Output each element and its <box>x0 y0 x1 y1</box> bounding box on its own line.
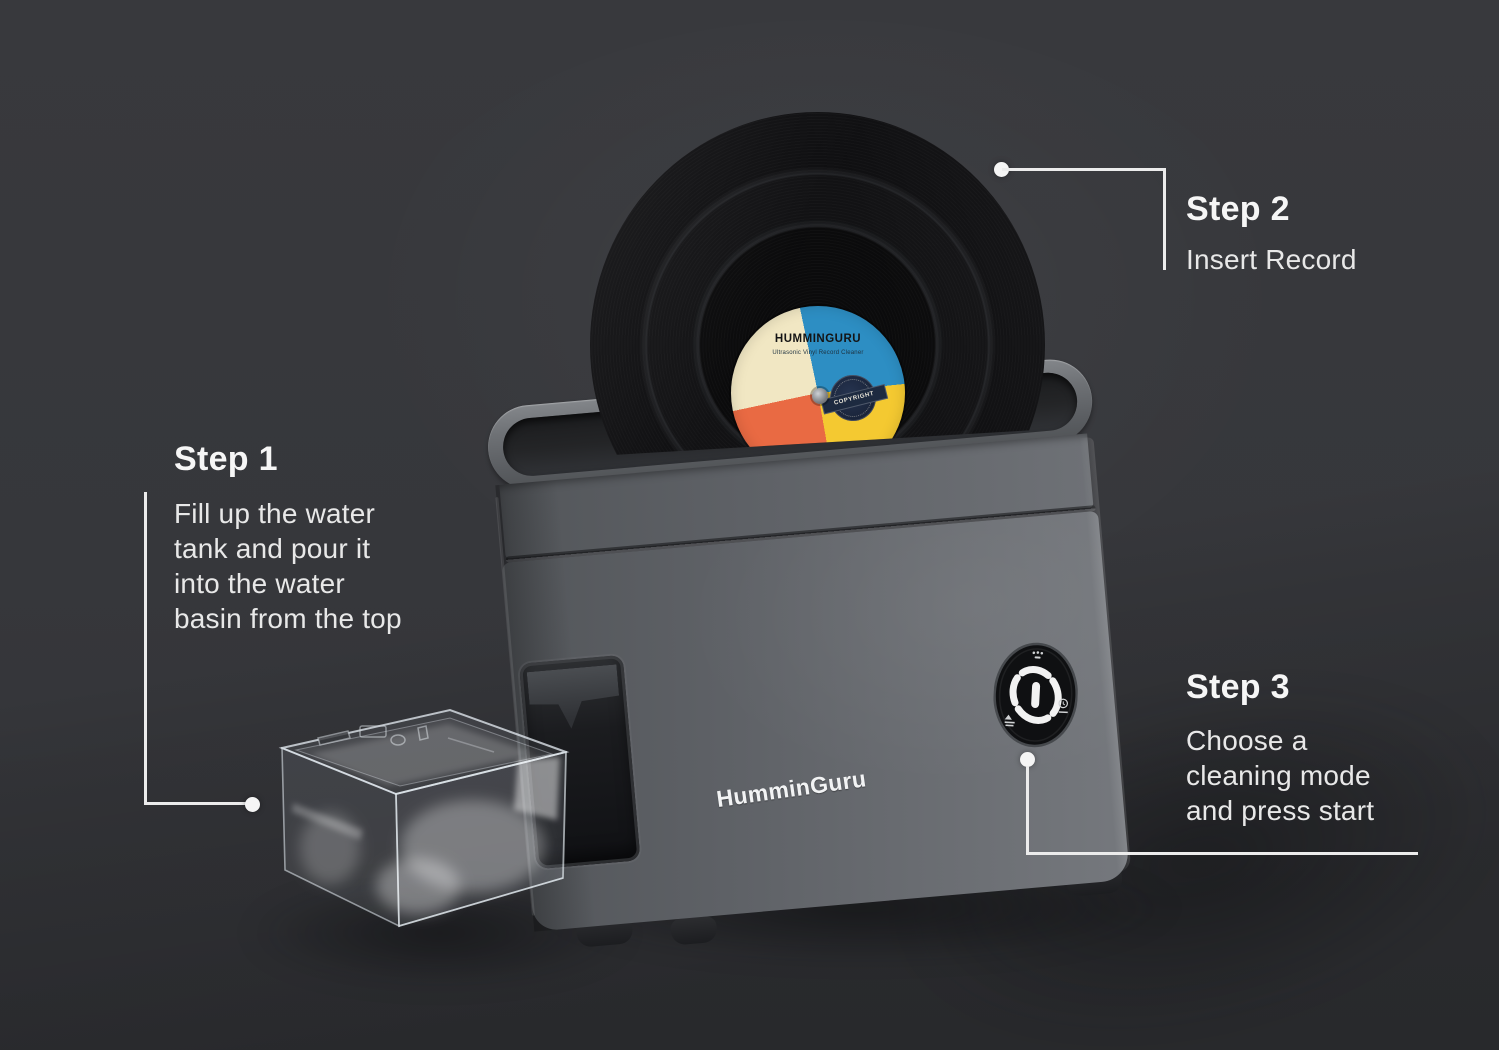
spindle-hole <box>812 388 828 404</box>
dial-face <box>993 642 1078 748</box>
step2-connector-vertical <box>1163 168 1166 270</box>
control-dial <box>991 640 1080 750</box>
timer-icon <box>1058 698 1069 714</box>
step2-title: Step 2 <box>1186 190 1290 228</box>
dial-ring <box>1009 666 1062 724</box>
step3-connector-vertical <box>1026 766 1029 854</box>
step2-annotation: Step 2 Insert Record <box>1186 190 1357 277</box>
step3-description: Choose a cleaning mode and press start <box>1186 723 1374 828</box>
step1-anchor-dot <box>245 797 260 812</box>
step2-description: Insert Record <box>1186 242 1357 277</box>
step1-line: into the water <box>174 568 345 599</box>
step1-connector-horizontal <box>144 802 248 805</box>
step1-title: Step 1 <box>174 440 278 478</box>
water-reflection <box>292 803 363 840</box>
step2-connector-horizontal <box>1002 168 1166 171</box>
step3-title: Step 3 <box>1186 668 1290 706</box>
water-tank-render <box>278 708 570 928</box>
step3-line: cleaning mode <box>1186 760 1371 791</box>
step3-annotation: Step 3 Choose a cleaning mode and press … <box>1186 668 1374 828</box>
power-bar-icon <box>1031 681 1041 708</box>
machine-foot <box>669 915 718 946</box>
water-reflection <box>376 858 460 914</box>
eject-icon <box>1004 714 1015 727</box>
copyright-badge-ribbon: COPYRIGHT <box>820 383 889 415</box>
water-tank <box>268 698 578 938</box>
record-label-title: HUMMINGURU <box>774 333 862 345</box>
mode-icon <box>1032 651 1044 659</box>
step1-line: tank and pour it <box>174 533 371 564</box>
step3-anchor-dot <box>1020 752 1035 767</box>
step3-line: and press start <box>1186 795 1375 826</box>
step3-line: Choose a <box>1186 725 1308 756</box>
step1-connector-vertical <box>144 492 147 805</box>
step1-description: Fill up the water tank and pour it into … <box>174 496 402 636</box>
step1-annotation: Step 1 Fill up the water tank and pour i… <box>174 440 402 636</box>
record-label-subtitle: Ultrasonic Vinyl Record Cleaner <box>772 350 864 356</box>
water-surface-highlight <box>310 724 536 786</box>
record-label: HUMMINGURU Ultrasonic Vinyl Record Clean… <box>731 306 905 457</box>
step1-line: Fill up the water <box>174 498 376 529</box>
step1-line: basin from the top <box>174 603 402 634</box>
step2-line: Insert Record <box>1186 244 1357 275</box>
step3-connector-horizontal <box>1026 852 1418 855</box>
tank-bottom-edge <box>398 877 564 927</box>
water-reflection <box>514 757 560 820</box>
copyright-badge: COPYRIGHT <box>820 370 889 426</box>
step2-anchor-dot <box>994 162 1009 177</box>
